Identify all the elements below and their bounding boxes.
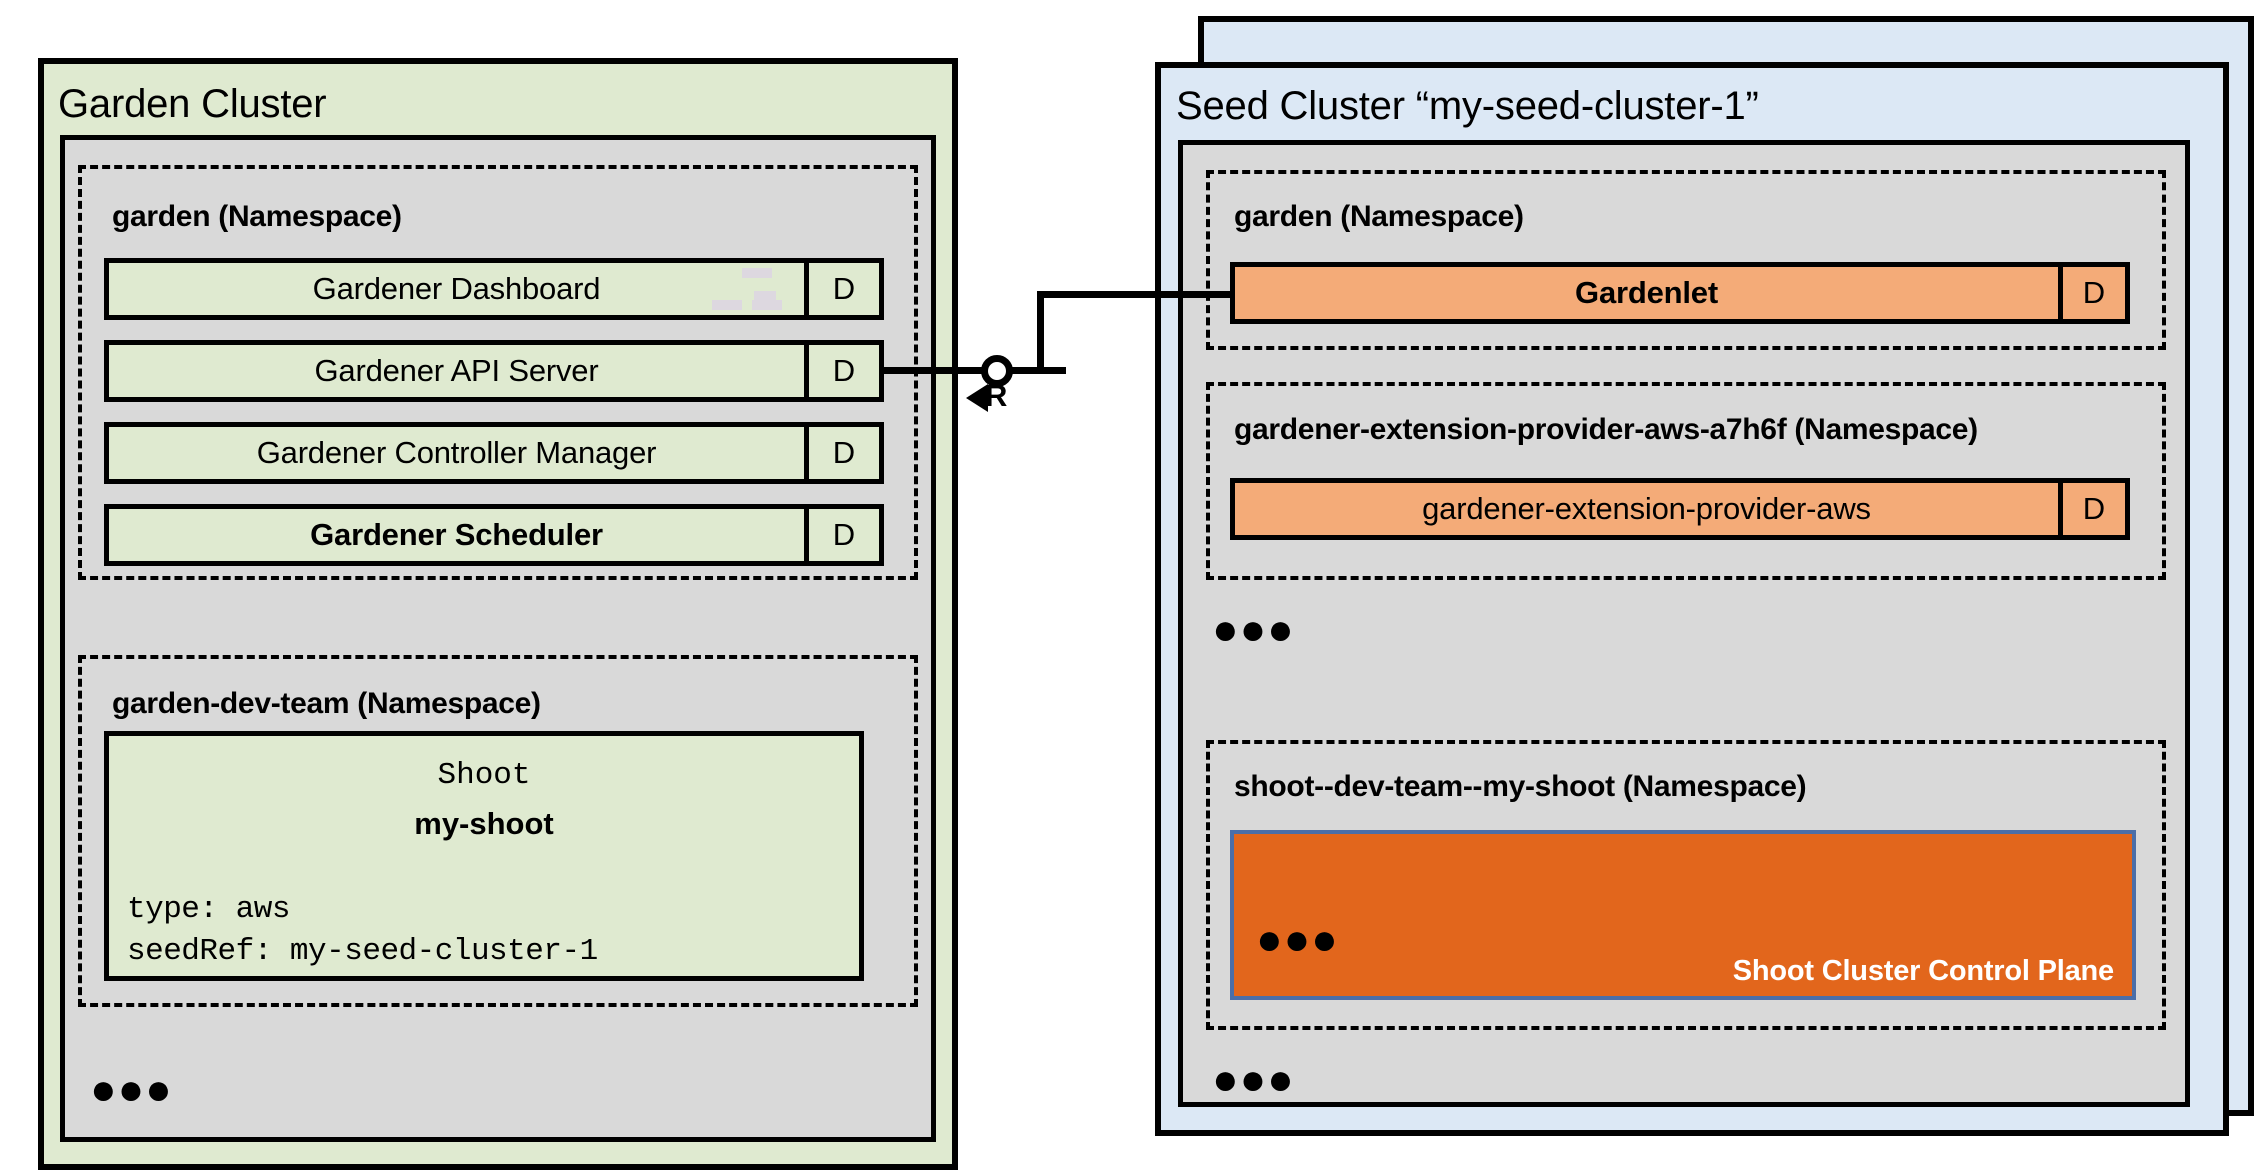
shoot-resource-kind: Shoot bbox=[437, 758, 531, 793]
component-gardener-controller-manager[interactable]: Gardener Controller Manager D bbox=[104, 422, 884, 484]
component-gardener-api-server-badge: D bbox=[809, 345, 879, 397]
shoot-resource-field-seedref: seedRef: my-seed-cluster-1 bbox=[127, 934, 598, 969]
component-gardener-controller-manager-badge: D bbox=[809, 427, 879, 479]
control-plane-more-indicator: ●●● bbox=[1256, 915, 1339, 964]
component-gardener-scheduler[interactable]: Gardener Scheduler D bbox=[104, 504, 884, 566]
component-gardenlet[interactable]: Gardenlet D bbox=[1230, 262, 2130, 324]
seed-cluster-namespace-extension-provider-aws bbox=[1206, 382, 2166, 580]
seed-cluster-namespace-garden-title: garden (Namespace) bbox=[1234, 200, 1524, 233]
garden-cluster-namespace-garden-title: garden (Namespace) bbox=[112, 200, 402, 233]
artifact-mark-1 bbox=[742, 268, 772, 278]
seed-cluster-namespace-shoot-title: shoot--dev-team--my-shoot (Namespace) bbox=[1234, 770, 1807, 803]
shoot-cluster-control-plane[interactable]: ●●● Shoot Cluster Control Plane bbox=[1230, 830, 2136, 1000]
shoot-resource-box[interactable]: Shoot my-shoot type: aws seedRef: my-see… bbox=[104, 731, 864, 981]
component-gardener-api-server-label: Gardener API Server bbox=[109, 345, 809, 397]
connector-segment-horizontal-upper bbox=[1037, 291, 1235, 298]
component-gardener-extension-provider-aws[interactable]: gardener-extension-provider-aws D bbox=[1230, 478, 2130, 540]
seed-cluster-namespace-shoot bbox=[1206, 740, 2166, 1030]
component-gardener-dashboard-badge: D bbox=[809, 263, 879, 315]
component-gardenlet-label: Gardenlet bbox=[1235, 267, 2063, 319]
component-gardener-extension-provider-aws-label: gardener-extension-provider-aws bbox=[1235, 483, 2063, 535]
seed-cluster-title: Seed Cluster “my-seed-cluster-1” bbox=[1176, 84, 1759, 128]
seed-cluster-namespace-extension-provider-aws-title: gardener-extension-provider-aws-a7h6f (N… bbox=[1234, 413, 1978, 446]
connector-segment-horizontal-lower bbox=[884, 367, 1066, 374]
seed-cluster-more-indicator-middle: ●●● bbox=[1212, 605, 1295, 654]
component-gardener-scheduler-label: Gardener Scheduler bbox=[109, 509, 809, 561]
seed-cluster-namespace-garden bbox=[1206, 170, 2166, 350]
component-gardener-api-server[interactable]: Gardener API Server D bbox=[104, 340, 884, 402]
connector-label: R bbox=[985, 378, 1008, 413]
garden-cluster-namespace-dev-team bbox=[78, 655, 918, 1007]
component-gardenlet-badge: D bbox=[2063, 267, 2125, 319]
artifact-mark-3 bbox=[712, 300, 742, 310]
shoot-resource-name: my-shoot bbox=[414, 806, 554, 841]
component-gardener-controller-manager-label: Gardener Controller Manager bbox=[109, 427, 809, 479]
artifact-mark-4 bbox=[752, 300, 782, 310]
garden-cluster-title: Garden Cluster bbox=[58, 82, 327, 126]
seed-cluster-more-indicator-bottom: ●●● bbox=[1212, 1055, 1295, 1104]
garden-cluster-more-indicator: ●●● bbox=[90, 1065, 173, 1114]
arrow-left-icon bbox=[966, 384, 988, 412]
required-interface-socket-icon bbox=[981, 355, 1013, 387]
component-gardener-extension-provider-aws-badge: D bbox=[2063, 483, 2125, 535]
component-gardener-dashboard[interactable]: Gardener Dashboard D bbox=[104, 258, 884, 320]
garden-cluster-namespace-dev-team-title: garden-dev-team (Namespace) bbox=[112, 687, 541, 720]
artifact-mark-2 bbox=[754, 291, 776, 300]
shoot-resource-field-type: type: aws bbox=[127, 892, 290, 927]
connector-segment-vertical bbox=[1037, 291, 1044, 374]
component-gardener-dashboard-label: Gardener Dashboard bbox=[109, 263, 809, 315]
control-plane-label: Shoot Cluster Control Plane bbox=[1732, 955, 2114, 987]
component-gardener-scheduler-badge: D bbox=[809, 509, 879, 561]
